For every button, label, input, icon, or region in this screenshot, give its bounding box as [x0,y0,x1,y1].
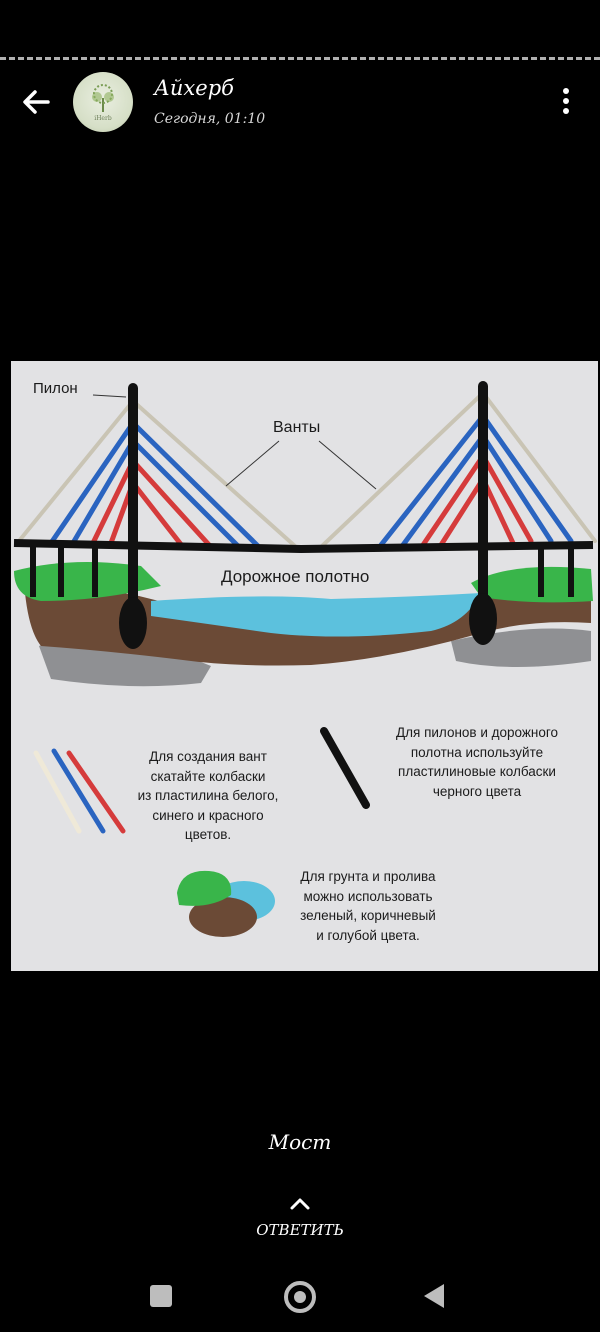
back-arrow-icon[interactable] [18,84,54,120]
text-cables: Для создания вант скатайте колбаски из п… [137,749,279,842]
deck-supports [30,546,574,597]
story-header: iHerb Айхерб Сегодня, 01:10 [0,66,600,136]
avatar-logo-text: iHerb [94,115,112,122]
nav-back-triangle-icon[interactable] [424,1284,444,1308]
nav-recent-square-icon[interactable] [150,1285,172,1307]
label-road-deck: Дорожное полотно [221,567,370,586]
reply-label: ОТВЕТИТЬ [256,1221,344,1239]
nav-home-circle-icon[interactable] [284,1281,316,1313]
story-caption: Мост [268,1130,332,1154]
chevron-up-icon [290,1198,310,1210]
chat-timestamp: Сегодня, 01:10 [154,111,266,127]
clay-balls-icon [177,870,275,937]
road-deck [13,539,594,554]
water [151,593,481,637]
cable-rolls-icon [33,748,126,834]
label-pylon: Пилон [33,380,78,397]
text-pylons: Для пилонов и дорожного полотна использу… [395,725,559,799]
black-roll-icon [320,727,370,809]
reply-button[interactable]: ОТВЕТИТЬ [0,1195,600,1239]
grass-right [471,566,593,603]
pylon-left [128,383,138,623]
bridge-instruction-image[interactable]: Пилон Ванты Дорожное полотно Для создани… [11,361,598,971]
top-dashed-line [0,57,600,60]
system-nav-bar [0,1270,600,1320]
chat-title: Айхерб [154,76,234,100]
text-ground: Для грунта и пролива можно использовать … [300,869,436,943]
more-menu-icon[interactable] [556,88,576,118]
bridge-illustration [13,381,597,937]
label-cables: Ванты [273,419,321,436]
grass-left [14,562,161,601]
tree-logo-icon [92,84,114,112]
cables-left [17,399,298,550]
cables-right [319,391,597,549]
avatar[interactable]: iHerb [73,72,133,132]
pylon-right [478,381,488,621]
